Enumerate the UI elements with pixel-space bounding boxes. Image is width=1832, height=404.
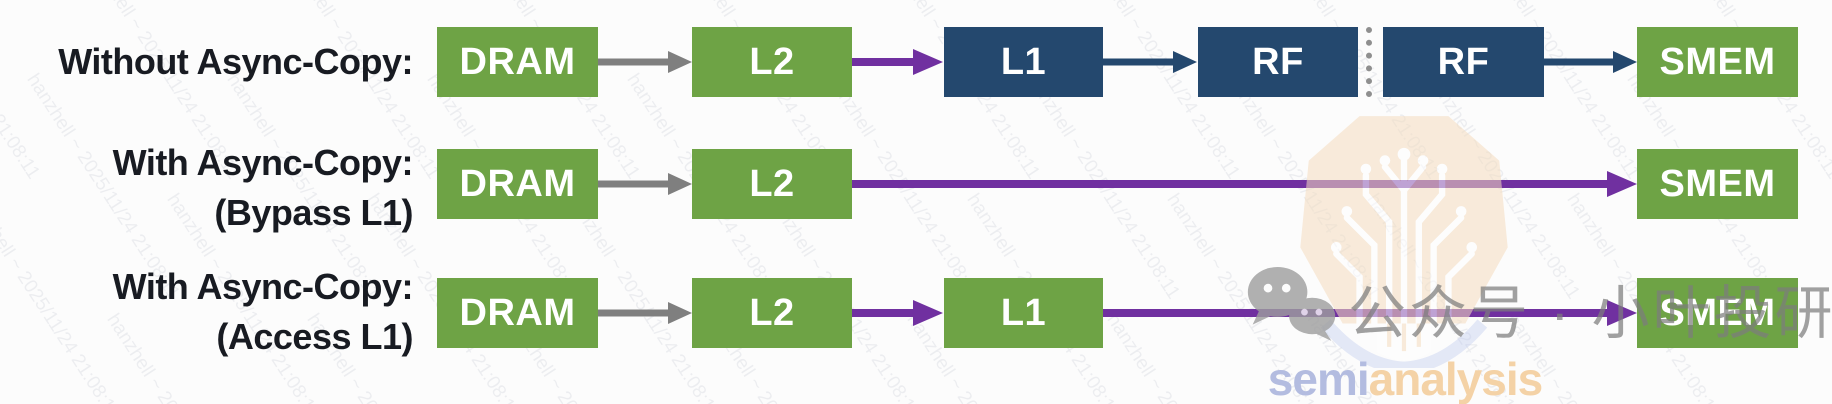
arrow-head xyxy=(668,173,692,195)
row-label-access-l1: With Async-Copy: (Access L1) xyxy=(0,262,414,362)
rf-dotted-divider xyxy=(1366,27,1372,97)
node-dram-row3: DRAM xyxy=(437,278,598,348)
node-l1-row1: L1 xyxy=(944,27,1103,97)
arrow-head xyxy=(668,302,692,324)
arrow-head xyxy=(913,49,943,75)
arrow-shaft xyxy=(852,180,1617,188)
arrow-l1-to-rf-row1 xyxy=(1103,48,1197,76)
arrow-rf-to-smem-row1 xyxy=(1544,48,1637,76)
row-label-line: Without Async-Copy: xyxy=(58,41,413,82)
wordmark-analysis: analysis xyxy=(1368,353,1544,404)
arrow-head xyxy=(1613,51,1637,73)
wechat-caption-watermark: 公众号 · 小叶投研 xyxy=(1348,281,1832,346)
arrow-head xyxy=(1607,171,1637,197)
arrow-l2-to-smem-row2 xyxy=(852,170,1637,198)
arrow-shaft xyxy=(598,180,672,188)
node-l2-row2: L2 xyxy=(692,149,852,219)
arrow-head xyxy=(1173,51,1197,73)
arrow-head xyxy=(913,300,943,326)
arrow-shaft xyxy=(598,309,672,317)
arrow-shaft xyxy=(852,309,923,317)
node-smem-row1: SMEM xyxy=(1637,27,1798,97)
node-l2-row3: L2 xyxy=(692,278,852,348)
arrow-l2-to-l1-row3 xyxy=(852,299,943,327)
arrow-shaft xyxy=(1544,58,1617,66)
row-label-line: (Access L1) xyxy=(216,316,413,357)
node-smem-row3: SMEM xyxy=(1637,278,1798,348)
arrow-shaft xyxy=(598,58,672,66)
arrow-shaft xyxy=(852,58,923,66)
arrow-shaft xyxy=(1103,58,1177,66)
row-label-bypass-l1: With Async-Copy: (Bypass L1) xyxy=(0,138,414,238)
arrow-head xyxy=(1607,300,1637,326)
row-label-line: With Async-Copy: xyxy=(112,266,414,307)
row-label-line: With Async-Copy: xyxy=(112,142,414,183)
circuit-node-dots xyxy=(1330,147,1478,253)
wechat-icon xyxy=(1244,264,1340,347)
node-dram-row2: DRAM xyxy=(437,149,598,219)
arrow-dram-to-l2-row2 xyxy=(598,170,692,198)
arrow-head xyxy=(668,51,692,73)
node-l2-row1: L2 xyxy=(692,27,852,97)
node-l1-row3: L1 xyxy=(944,278,1103,348)
node-rf2-row1: RF xyxy=(1383,27,1544,97)
arrow-l2-to-l1-row1 xyxy=(852,48,943,76)
wordmark-semi: semi xyxy=(1267,353,1370,404)
row-label-without-async: Without Async-Copy: xyxy=(0,37,413,87)
arrow-dram-to-l2-row1 xyxy=(598,48,692,76)
node-dram-row1: DRAM xyxy=(437,27,598,97)
arrow-dram-to-l2-row3 xyxy=(598,299,692,327)
node-rf1-row1: RF xyxy=(1198,27,1358,97)
node-smem-row2: SMEM xyxy=(1637,149,1798,219)
semianalysis-wordmark: semianalysis xyxy=(1240,352,1570,404)
row-label-line: (Bypass L1) xyxy=(214,192,413,233)
